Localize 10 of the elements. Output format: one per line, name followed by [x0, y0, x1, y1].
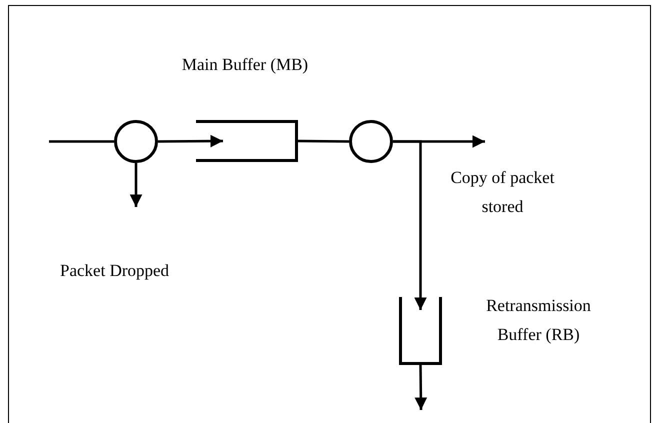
annotation-text: Packet Dropped: [60, 260, 170, 282]
buffer-label: Main Buffer (MB): [180, 54, 310, 76]
arrow: [158, 134, 223, 148]
connector-line: [298, 140, 350, 143]
connector-line: [49, 140, 114, 143]
arrow: [414, 364, 428, 410]
annotation-text: Copy of packet stored: [450, 167, 556, 218]
arrow: [130, 163, 142, 207]
buffer-label: Retransmission Buffer (RB): [485, 295, 592, 346]
arrow: [393, 140, 427, 310]
